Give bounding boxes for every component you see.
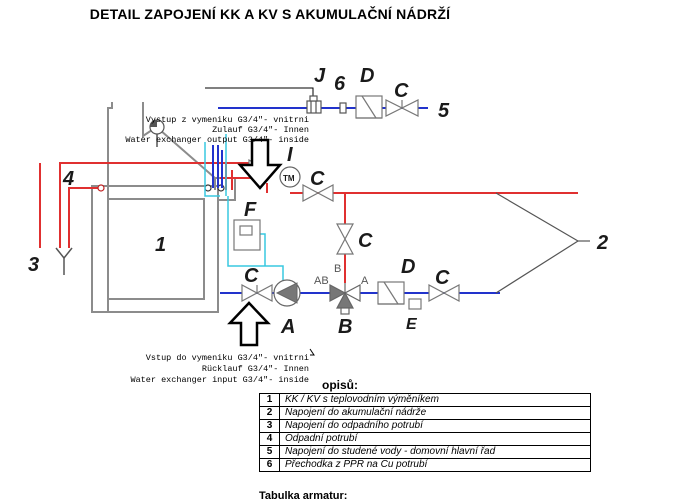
drain-fitting-e xyxy=(408,298,422,310)
top-note: Vystup z vymeniku G3/4"- vnitrni Zulauf … xyxy=(125,115,309,145)
label-c-mid: C xyxy=(310,168,325,190)
tank-connection-lines xyxy=(495,192,590,294)
drain-funnel-icon xyxy=(55,247,73,275)
label-a: A xyxy=(280,316,295,338)
legend-row-text: Odpadní potrubí xyxy=(279,432,591,446)
legend-row-number: 3 xyxy=(259,419,280,433)
controller-f xyxy=(233,219,261,251)
label-b-bottom: B xyxy=(338,316,352,338)
bottom-note-line-3: Water exchanger input G3/4"- inside xyxy=(130,375,309,385)
page-title: DETAIL ZAPOJENÍ KK A KV S AKUMULAČNÍ NÁD… xyxy=(89,6,451,22)
label-j: J xyxy=(314,65,326,87)
hot-water-lines xyxy=(39,162,578,283)
label-6: 6 xyxy=(334,73,346,95)
legend-row-text: KK / KV s teplovodním výměníkem xyxy=(279,393,591,407)
top-fitting-j xyxy=(306,95,322,114)
drain-connection xyxy=(97,184,105,192)
three-way-valve xyxy=(329,283,361,315)
bottom-right-valve-c xyxy=(428,284,460,302)
legend-row-text: Napojení do akumulační nádrže xyxy=(279,406,591,420)
top-fitting-6 xyxy=(339,102,347,114)
top-filter-d xyxy=(355,95,383,119)
label-f: F xyxy=(244,199,257,221)
input-arrow-icon xyxy=(227,301,271,347)
legend-row-text: Napojení do odpadního potrubí xyxy=(279,419,591,433)
legend-row-number: 2 xyxy=(259,406,280,420)
label-c-top: C xyxy=(394,80,409,102)
hot-valve-c xyxy=(302,184,334,202)
thermometer-tm-icon xyxy=(279,166,301,188)
legend-heading: opisů: xyxy=(322,378,358,392)
legend-row-number: 6 xyxy=(259,458,280,472)
output-connection xyxy=(204,184,212,192)
bottom-note: Vstup do vymeniku G3/4"- vnitrni Rücklau… xyxy=(130,353,309,385)
pump-a-icon xyxy=(273,279,301,307)
legend-row-number: 4 xyxy=(259,432,280,446)
fittings-table-heading: Tabulka armatur: xyxy=(259,490,348,502)
label-a-small: A xyxy=(361,275,369,287)
label-d-bottom: D xyxy=(401,256,415,278)
label-3: 3 xyxy=(28,254,39,276)
label-5: 5 xyxy=(438,100,450,122)
bottom-filter-d xyxy=(377,281,405,305)
legend-row-number: 5 xyxy=(259,445,280,459)
label-tm: TM xyxy=(283,174,295,183)
top-valve-c xyxy=(385,99,419,117)
label-1: 1 xyxy=(155,234,166,256)
top-note-line-2: Zulauf G3/4"- Innen xyxy=(212,125,309,135)
label-4: 4 xyxy=(62,168,74,190)
legend-row-number: 1 xyxy=(259,393,280,407)
note-pointer-bottom xyxy=(309,348,315,356)
label-d-top: D xyxy=(360,65,374,87)
label-b-top: B xyxy=(334,263,341,275)
legend-row-text: Přechodka z PPR na Cu potrubí xyxy=(279,458,591,472)
top-note-line-3: Water exchanger output G3/4"- inside xyxy=(125,135,309,145)
label-c-vert: C xyxy=(358,230,373,252)
legend-row-text: Napojení do studené vody - domovní hlavn… xyxy=(279,445,591,459)
label-i: I xyxy=(287,144,293,166)
top-note-line-1: Vystup z vymeniku G3/4"- vnitrni xyxy=(146,115,309,125)
label-c-right: C xyxy=(435,267,450,289)
bottom-note-line-1: Vstup do vymeniku G3/4"- vnitrni xyxy=(146,353,309,363)
label-e: E xyxy=(406,316,418,333)
label-2: 2 xyxy=(596,232,608,254)
boiler-thermometer-icon xyxy=(149,119,165,147)
bottom-valve-c xyxy=(241,284,273,302)
bottom-note-line-2: Rücklauf G3/4"- Innen xyxy=(202,364,309,374)
label-ab: AB xyxy=(314,275,329,287)
vertical-valve-c xyxy=(336,223,354,255)
label-c-left: C xyxy=(244,265,259,287)
note-pointer-top xyxy=(205,87,314,100)
output-arrow-icon xyxy=(237,138,283,190)
